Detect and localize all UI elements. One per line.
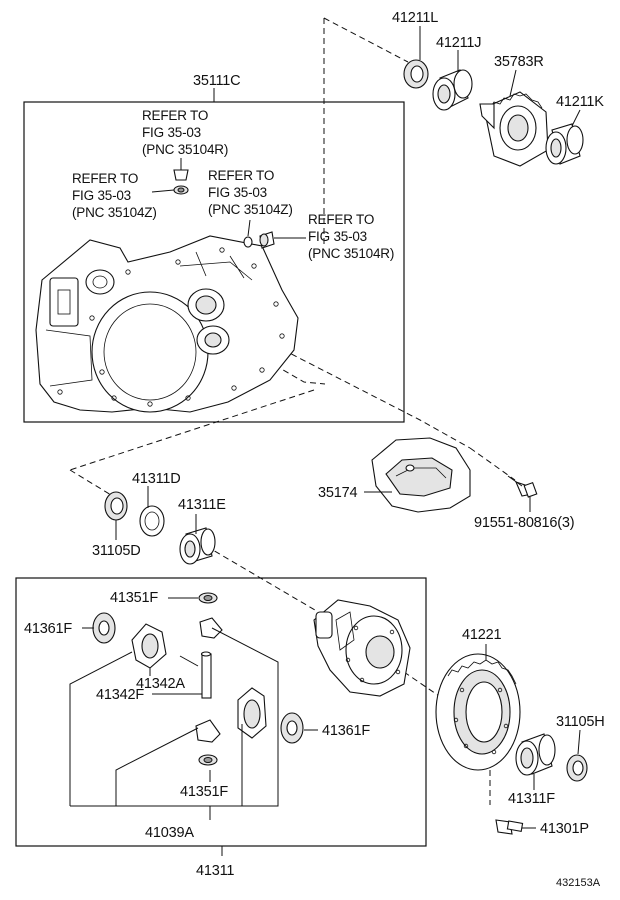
refer-note-3: REFER TO FIG 35-03 (PNC 35104Z) bbox=[208, 168, 293, 217]
label-41311D: 41311D bbox=[132, 471, 181, 487]
label-35174: 35174 bbox=[318, 485, 357, 501]
label-41211L: 41211L bbox=[392, 10, 438, 26]
label-41221: 41221 bbox=[462, 627, 501, 643]
bolt-icon bbox=[507, 475, 538, 498]
label-31105D: 31105D bbox=[92, 543, 141, 559]
gear-icon bbox=[479, 91, 549, 167]
label-91551-80816: 91551-80816(3) bbox=[474, 515, 574, 531]
thrust-washer-icon bbox=[92, 592, 304, 766]
bearing-icon bbox=[545, 123, 584, 165]
oil-seal-icon bbox=[403, 59, 429, 89]
refer-note-4: REFER TO FIG 35-03 (PNC 35104R) bbox=[308, 212, 394, 261]
label-41342A: 41342A bbox=[136, 676, 185, 692]
label-41311F: 41311F bbox=[508, 791, 555, 807]
label-41351F-bottom: 41351F bbox=[180, 784, 228, 800]
label-41351F-top: 41351F bbox=[110, 590, 158, 606]
label-35783R: 35783R bbox=[494, 54, 544, 70]
leader-lines bbox=[69, 26, 581, 856]
label-31105H: 31105H bbox=[556, 714, 605, 730]
refer-note-1: REFER TO FIG 35-03 (PNC 35104R) bbox=[142, 108, 228, 157]
bearing-icon bbox=[432, 69, 473, 111]
ring-gear-icon bbox=[435, 653, 521, 771]
figure-id: 432153A bbox=[556, 877, 601, 889]
bearing-icon bbox=[179, 527, 216, 565]
label-41311E: 41311E bbox=[178, 497, 226, 513]
assembly-dash-lines bbox=[69, 17, 516, 805]
label-41211J: 41211J bbox=[436, 35, 481, 51]
label-41301P: 41301P bbox=[540, 821, 589, 837]
gear-icon bbox=[131, 617, 267, 743]
label-41039A: 41039A bbox=[145, 825, 194, 841]
bearing-icon bbox=[515, 733, 556, 776]
plug-icon bbox=[173, 169, 275, 249]
differential-case-icon bbox=[313, 599, 411, 697]
label-41311: 41311 bbox=[196, 863, 234, 879]
pinion-shaft-icon bbox=[179, 651, 212, 699]
thrust-washer-icon bbox=[139, 505, 165, 537]
label-35111C: 35111C bbox=[193, 73, 240, 89]
label-41361F-right: 41361F bbox=[322, 723, 370, 739]
oil-seal-icon bbox=[104, 491, 128, 521]
bolt-icon bbox=[495, 819, 524, 835]
oil-seal-icon bbox=[566, 754, 588, 782]
refer-note-2: REFER TO FIG 35-03 (PNC 35104Z) bbox=[72, 171, 157, 220]
differential-group-box bbox=[15, 577, 427, 847]
label-41211K: 41211K bbox=[556, 94, 604, 110]
transaxle-case-icon bbox=[35, 235, 299, 413]
label-41342F: 41342F bbox=[96, 687, 144, 703]
label-41361F-left: 41361F bbox=[24, 621, 72, 637]
differential-cover-icon bbox=[371, 437, 471, 513]
